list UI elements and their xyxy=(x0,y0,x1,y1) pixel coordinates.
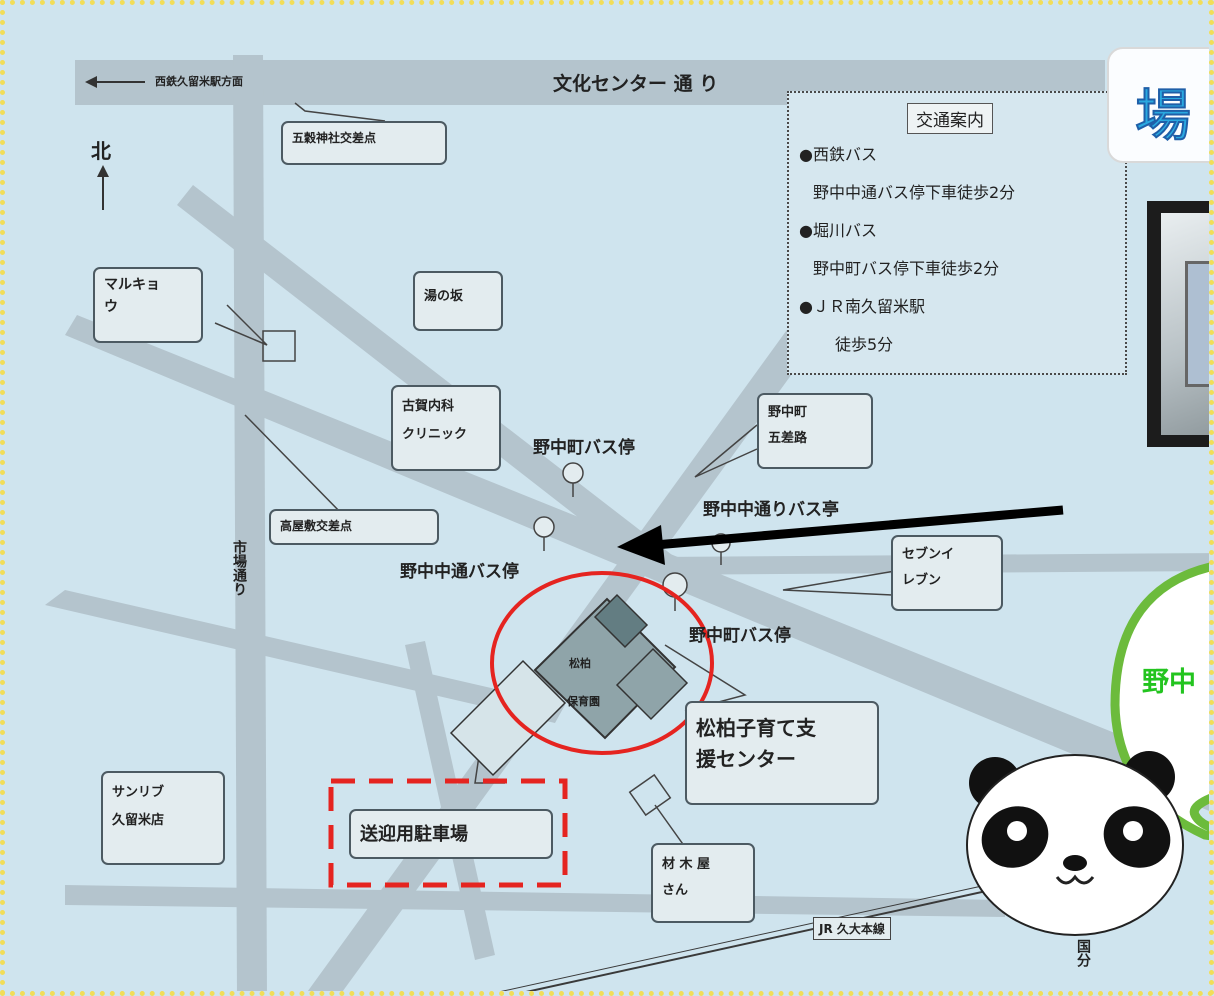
section-title-partial: 場 xyxy=(1134,83,1192,150)
bus-stop-nonaka-dori-west: 野中中通バス停 xyxy=(400,562,519,582)
kosodate-center-line2: 援センター xyxy=(696,747,796,771)
parking-label: 送迎用駐車場 xyxy=(360,824,468,845)
section-title-box: 場 xyxy=(1107,47,1209,163)
transit-line-6: 徒歩5分 xyxy=(835,335,894,354)
transit-line-3: ●堀川バス xyxy=(799,221,877,240)
road-bottom xyxy=(65,885,1005,917)
zaimokuya-building xyxy=(628,773,672,817)
seven-eleven-line2: レブン xyxy=(902,573,942,589)
marukyo-building xyxy=(262,330,296,362)
koga-clinic-line1: 古賀内科 xyxy=(402,399,455,414)
takayashiki-label: 高屋敷交差点 xyxy=(280,519,353,533)
gosha-jinja-label: 五穀神社交差点 xyxy=(292,131,377,145)
transit-info-panel: 交通案内 ●西鉄バス 野中中通バス停下車徒歩2分 ●堀川バス 野中町バス停下車徒… xyxy=(787,91,1127,375)
nursery-building xyxy=(449,593,689,777)
marukyo-line2: ウ xyxy=(104,298,118,315)
callout-seven-eleven: セブンイ レブン xyxy=(891,535,1003,611)
transit-line-2: 野中中通バス停下車徒歩2分 xyxy=(813,183,1016,202)
callout-takayashiki-intersection: 高屋敷交差点 xyxy=(269,509,439,545)
speech-bubble-label: 野中 xyxy=(1142,667,1196,698)
yunosaka-label: 湯の坂 xyxy=(424,289,464,304)
location-pointer-arrow-icon xyxy=(617,505,1064,565)
callout-lines xyxy=(214,102,896,848)
bus-stop-nonakamachi-south: 野中町バス停 xyxy=(689,626,791,646)
callout-parking: 送迎用駐車場 xyxy=(349,809,553,859)
street-bunka-center-dori: 文化センター 通 り xyxy=(553,73,719,95)
direction-nishitetsu-kurume: 西鉄久留米駅方面 xyxy=(155,75,243,88)
callout-marukyo: マルキョ ウ xyxy=(93,267,203,343)
transit-line-1: ●西鉄バス xyxy=(799,145,877,164)
callout-kosodate-center: 松柏子育て支 援センター xyxy=(685,701,879,805)
callout-koga-clinic: 古賀内科 クリニック xyxy=(391,385,501,471)
panda-mascot-icon xyxy=(966,751,1184,936)
nonakamachi-gosaro-line2: 五差路 xyxy=(768,431,808,447)
street-ichiba-dori: 市場通り xyxy=(231,540,247,596)
bus-stop-nonaka-dori-east: 野中中通りバス亭 xyxy=(703,500,839,520)
north-arrow-icon xyxy=(97,165,109,210)
callout-zaimokuya: 材 木 屋 さん xyxy=(651,843,755,923)
zaimokuya-line2: さん xyxy=(662,883,689,899)
kokubu-label: 国分 xyxy=(1075,939,1091,967)
bus-stop-nonakamachi-north: 野中町バス停 xyxy=(533,438,635,458)
road-ichiba xyxy=(233,55,267,991)
photo-sign-icon xyxy=(1185,261,1209,387)
callout-gosha-jinja-intersection: 五穀神社交差点 xyxy=(281,121,447,165)
road-south-left xyxy=(405,641,495,960)
sunlive-line1: サンリブ xyxy=(112,785,165,800)
highlight-circle xyxy=(490,571,714,755)
callout-nonakamachi-gosaro: 野中町 五差路 xyxy=(757,393,873,469)
transit-line-5: ●ＪＲ南久留米駅 xyxy=(799,297,925,316)
hoikuen-line1: 松柏 xyxy=(569,657,591,670)
koga-clinic-line2: クリニック xyxy=(402,427,468,443)
bus-stop-pin-west xyxy=(533,516,555,538)
callout-sunlive: サンリブ 久留米店 xyxy=(101,771,225,865)
jr-kyudai-line-label: JR 久大本線 xyxy=(813,917,891,940)
hoikuen-line2: 保育園 xyxy=(567,695,600,708)
bus-stop-pin-north xyxy=(562,462,584,484)
marukyo-line1: マルキョ xyxy=(104,277,160,293)
kosodate-center-line1: 松柏子育て支 xyxy=(696,716,816,740)
nonakamachi-gosaro-line1: 野中町 xyxy=(768,405,808,420)
sunlive-line2: 久留米店 xyxy=(112,813,165,829)
parking-highlight-dashed xyxy=(328,778,568,888)
arrow-west-icon xyxy=(85,76,145,88)
transit-line-4: 野中町バス停下車徒歩2分 xyxy=(813,259,1000,278)
seven-eleven-line1: セブンイ xyxy=(902,547,955,562)
photo-thumbnail xyxy=(1147,201,1209,447)
callout-yunosaka: 湯の坂 xyxy=(413,271,503,331)
transit-info-title: 交通案内 xyxy=(907,103,993,134)
north-label: 北 xyxy=(91,139,111,163)
zaimokuya-line1: 材 木 屋 xyxy=(662,857,711,872)
